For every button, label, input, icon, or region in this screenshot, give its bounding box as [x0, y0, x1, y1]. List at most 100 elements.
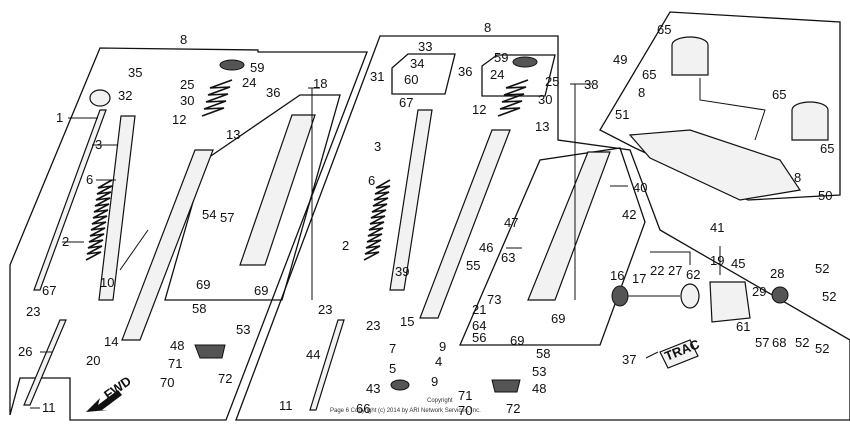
label-25: 25 — [545, 74, 559, 89]
label-8: 8 — [180, 32, 187, 47]
center-rod-44 — [309, 319, 345, 411]
label-51: 51 — [615, 107, 629, 122]
label-40: 40 — [633, 180, 647, 195]
label-15: 15 — [400, 314, 414, 329]
label-25: 25 — [180, 77, 194, 92]
lower-bridge-50 — [628, 129, 802, 201]
top-cap-59-left — [219, 59, 245, 71]
label-23: 23 — [366, 318, 380, 333]
label-20: 20 — [86, 353, 100, 368]
label-24: 24 — [490, 67, 504, 82]
fwd-arrow-icon — [86, 390, 122, 412]
left-spring-2 — [85, 179, 113, 261]
label-36: 36 — [458, 64, 472, 79]
clamp-48-center — [491, 379, 521, 393]
label-69: 69 — [254, 283, 268, 298]
label-26: 26 — [18, 344, 32, 359]
label-53: 53 — [532, 364, 546, 379]
label-12: 12 — [472, 102, 486, 117]
label-66: 66 — [356, 401, 370, 416]
label-4: 4 — [435, 354, 442, 369]
inner-left-frame — [164, 94, 341, 301]
left-lower-rod-26 — [23, 319, 67, 406]
label-34: 34 — [410, 56, 424, 71]
label-27: 27 — [668, 263, 682, 278]
part-number-labels: 8 35 32 1 3 6 2 67 23 26 11 59 25 24 30 … — [18, 20, 836, 418]
label-67: 67 — [42, 283, 56, 298]
label-9: 9 — [439, 339, 446, 354]
label-2: 2 — [342, 238, 349, 253]
label-65: 65 — [642, 67, 656, 82]
label-67: 67 — [399, 95, 413, 110]
label-62: 62 — [686, 267, 700, 282]
label-49: 49 — [613, 52, 627, 67]
label-72: 72 — [506, 401, 520, 416]
label-24: 24 — [242, 75, 256, 90]
trac-label-37 — [659, 339, 699, 369]
label-30: 30 — [538, 92, 552, 107]
label-42: 42 — [622, 207, 636, 222]
label-39: 39 — [395, 264, 409, 279]
label-47: 47 — [504, 215, 518, 230]
copyright-line2: Page 6 Copyright (c) 2014 by ARI Network… — [330, 408, 481, 414]
label-8: 8 — [484, 20, 491, 35]
label-12: 12 — [172, 112, 186, 127]
label-38: 38 — [584, 77, 598, 92]
label-2: 2 — [62, 234, 69, 249]
label-11: 11 — [279, 398, 293, 413]
label-57: 57 — [220, 210, 234, 225]
label-6: 6 — [86, 172, 93, 187]
leader-lines — [30, 83, 721, 409]
label-52: 52 — [815, 261, 829, 276]
box-31-frame — [391, 53, 456, 95]
label-3: 3 — [374, 139, 381, 154]
piston-43 — [390, 379, 410, 391]
label-71: 71 — [168, 356, 182, 371]
label-29: 29 — [752, 284, 766, 299]
label-48: 48 — [170, 338, 184, 353]
label-73: 73 — [487, 292, 501, 307]
clamp-48-left — [194, 344, 226, 359]
label-53: 53 — [236, 322, 250, 337]
label-65: 65 — [772, 87, 786, 102]
label-69: 69 — [196, 277, 210, 292]
label-56: 56 — [472, 330, 486, 345]
label-36: 36 — [266, 85, 280, 100]
label-70: 70 — [160, 375, 174, 390]
center-spring-2 — [363, 179, 391, 261]
copyright-line1: Copyright — [427, 398, 453, 404]
label-72: 72 — [218, 371, 232, 386]
left-fork-frame — [9, 47, 368, 421]
label-28: 28 — [770, 266, 784, 281]
steering-stem-49 — [671, 36, 829, 141]
label-1: 1 — [56, 110, 63, 125]
label-69: 69 — [551, 311, 565, 326]
label-6: 6 — [368, 173, 375, 188]
label-30: 30 — [180, 93, 194, 108]
label-43: 43 — [366, 381, 380, 396]
label-31: 31 — [370, 69, 384, 84]
label-16: 16 — [610, 268, 624, 283]
label-55: 55 — [466, 258, 480, 273]
center-outer-tube-39 — [419, 129, 511, 319]
center-fork-frame — [235, 35, 850, 421]
label-45: 45 — [731, 256, 745, 271]
label-9: 9 — [431, 374, 438, 389]
label-37: 37 — [622, 352, 636, 367]
label-54: 54 — [202, 207, 216, 222]
steering-stem-frame — [599, 11, 841, 201]
top-cap-59-center — [512, 56, 538, 68]
center-tube-3 — [389, 109, 433, 291]
label-14: 14 — [104, 334, 118, 349]
label-60: 60 — [404, 72, 418, 87]
label-35: 35 — [128, 65, 142, 80]
label-46: 46 — [479, 240, 493, 255]
left-outer-tube-10 — [121, 149, 214, 341]
label-65: 65 — [820, 141, 834, 156]
label-3: 3 — [95, 137, 102, 152]
cap-32 — [89, 89, 111, 107]
label-52: 52 — [795, 335, 809, 350]
label-11: 11 — [42, 400, 56, 415]
label-10: 10 — [100, 275, 114, 290]
label-44: 44 — [306, 347, 320, 362]
